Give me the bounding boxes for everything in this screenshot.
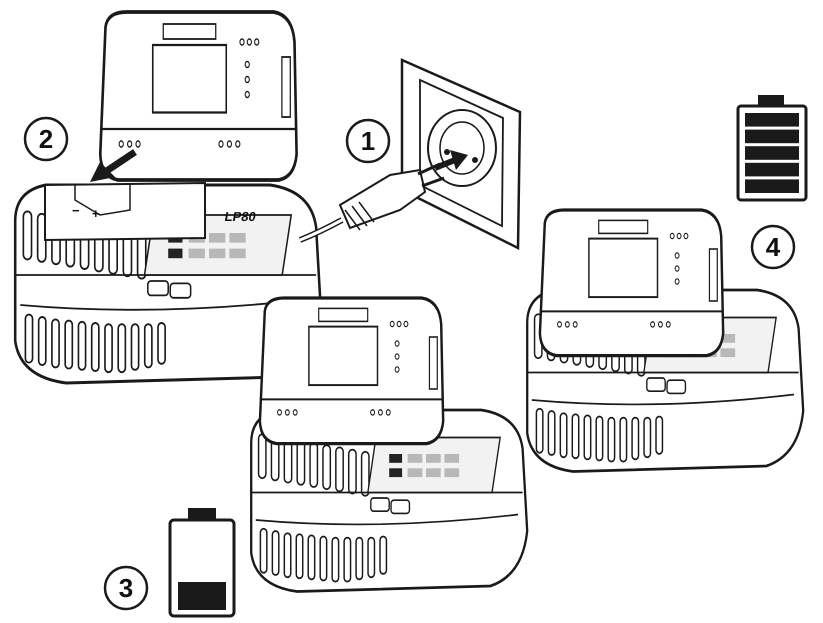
battery-bar-2: [745, 129, 799, 144]
battery-level-low-icon: [168, 508, 236, 618]
insert-arrow-icon: [90, 149, 137, 182]
step-number-1: 1: [361, 126, 375, 156]
svg-text:−: −: [72, 203, 80, 218]
power-plug: [298, 162, 445, 243]
step-badge-3: 3: [103, 565, 149, 611]
battery-pack-charging-low: [258, 296, 445, 446]
battery-level-full-icon: [736, 95, 808, 202]
battery-bar-4: [745, 162, 799, 177]
battery-bar-5: [745, 179, 799, 193]
plug-arrow-icon: [433, 150, 468, 171]
battery-bar-1: [745, 113, 799, 127]
step-number-2: 2: [39, 124, 53, 154]
charger-unit-empty: − + LP80: [13, 181, 323, 385]
brand-logo: LP80: [224, 209, 258, 224]
step-badge-1: 1: [345, 118, 391, 164]
svg-text:+: +: [92, 206, 100, 221]
step-badge-4: 4: [750, 224, 796, 270]
step-badge-2: 2: [23, 116, 69, 162]
battery-pack-charging-full: [538, 208, 725, 358]
step-number-3: 3: [119, 573, 133, 603]
battery-bar-3: [745, 146, 799, 160]
step-number-4: 4: [766, 232, 781, 262]
